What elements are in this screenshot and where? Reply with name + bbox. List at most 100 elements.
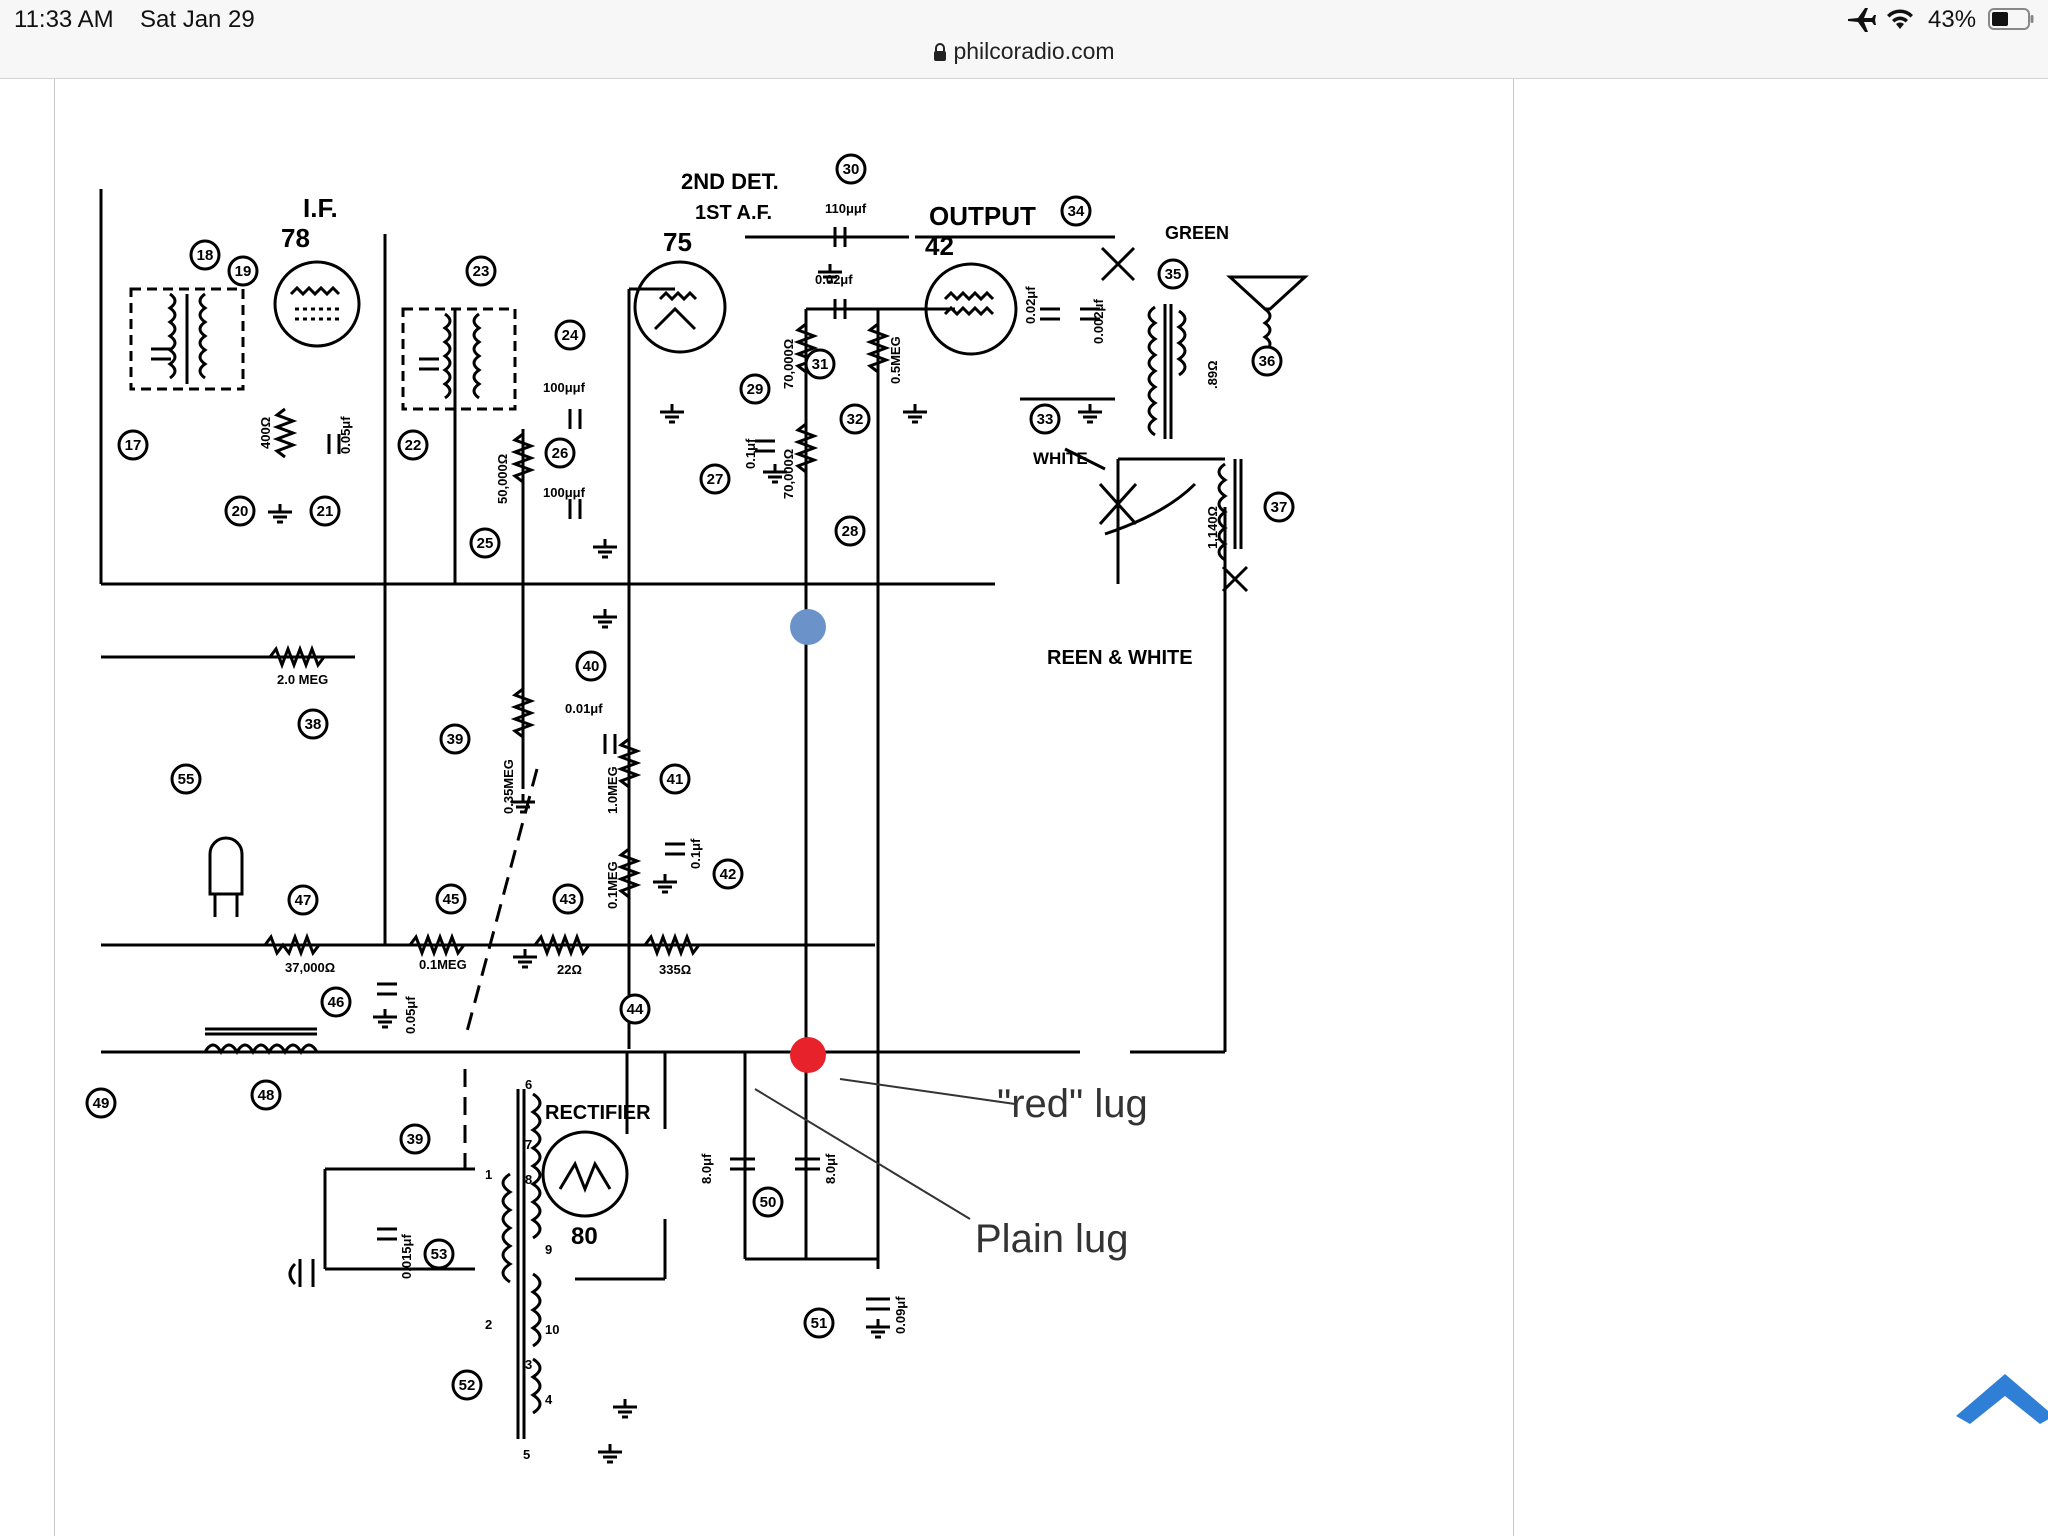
svg-text:53: 53 <box>431 1246 448 1263</box>
svg-text:23: 23 <box>473 263 490 280</box>
value-r335: 335Ω <box>659 962 691 977</box>
value-c42: 0.1μf <box>688 838 703 869</box>
svg-text:20: 20 <box>232 503 249 520</box>
airplane-icon <box>1848 8 1876 32</box>
value-r41: 1.0MEG <box>605 766 620 814</box>
leader-line-plain-lug <box>754 1088 971 1220</box>
svg-text:4: 4 <box>545 1392 553 1407</box>
value-c26: 100μμf <box>543 485 586 500</box>
red-marker <box>790 1037 826 1073</box>
svg-text:32: 32 <box>847 411 864 428</box>
svg-text:19: 19 <box>235 263 252 280</box>
value-c53: 0.015μf <box>399 1234 414 1279</box>
svg-text:42: 42 <box>720 866 737 883</box>
value-c24: 100μμf <box>543 380 586 395</box>
value-r29: 70,000Ω <box>781 339 796 389</box>
svg-text:48: 48 <box>258 1087 275 1104</box>
label-rectifier: RECTIFIER <box>545 1102 651 1124</box>
value-c51: 0.09μf <box>893 1296 908 1334</box>
svg-text:50: 50 <box>760 1194 777 1211</box>
value-r47: 37,000Ω <box>285 960 335 975</box>
svg-text:27: 27 <box>707 471 724 488</box>
svg-text:49: 49 <box>93 1095 110 1112</box>
value-c50b: 8.0μf <box>823 1153 838 1184</box>
svg-text:8: 8 <box>525 1172 532 1187</box>
status-date: Sat Jan 29 <box>140 6 255 33</box>
label-if: I.F. <box>303 193 338 223</box>
value-r38: 2.0 MEG <box>277 672 328 687</box>
value-r45: 0.1MEG <box>419 957 467 972</box>
status-bar: 11:33 AM Sat Jan 29 43% philcoradio.com <box>0 0 2048 79</box>
svg-text:6: 6 <box>525 1077 532 1092</box>
blue-marker <box>790 609 826 645</box>
svg-text:5: 5 <box>523 1447 530 1462</box>
svg-text:33: 33 <box>1037 411 1054 428</box>
svg-text:37: 37 <box>1271 499 1288 516</box>
scroll-to-top-button[interactable] <box>1950 1368 2048 1438</box>
address-bar[interactable]: philcoradio.com <box>0 38 2048 65</box>
label-tube-75: 75 <box>663 227 692 257</box>
value-r43: 0.1MEG <box>605 861 620 909</box>
value-r25: 50,000Ω <box>495 454 510 504</box>
value-c21: 0.05μf <box>338 416 353 454</box>
svg-text:25: 25 <box>477 535 494 552</box>
svg-text:9: 9 <box>545 1242 552 1257</box>
svg-text:39: 39 <box>407 1131 424 1148</box>
svg-text:18: 18 <box>197 247 214 264</box>
svg-text:21: 21 <box>317 503 334 520</box>
svg-text:7: 7 <box>525 1137 532 1152</box>
svg-text:51: 51 <box>811 1315 828 1332</box>
svg-text:44: 44 <box>627 1001 644 1018</box>
svg-text:52: 52 <box>459 1377 476 1394</box>
leader-line-red-lug <box>839 1078 1016 1105</box>
svg-text:39: 39 <box>447 731 464 748</box>
svg-text:26: 26 <box>552 445 569 462</box>
svg-text:47: 47 <box>295 892 312 909</box>
label-white: WHITE <box>1033 449 1088 468</box>
value-r39: 0.35MEG <box>501 759 516 814</box>
svg-text:10: 10 <box>545 1322 559 1337</box>
label-1st-af: 1ST A.F. <box>695 202 772 224</box>
svg-text:24: 24 <box>562 327 579 344</box>
label-green-white: REEN & WHITE <box>1047 647 1193 669</box>
value-c27: 0.1μf <box>743 438 758 469</box>
battery-percent: 43% <box>1928 6 1977 33</box>
svg-text:35: 35 <box>1165 266 1182 283</box>
wifi-icon <box>1887 9 1913 29</box>
svg-text:34: 34 <box>1068 203 1085 220</box>
annotation-plain-lug: Plain lug <box>975 1217 1129 1261</box>
value-c30: 110μμf <box>825 201 867 216</box>
annotation-red-lug: "red" lug <box>997 1082 1148 1126</box>
svg-text:2: 2 <box>485 1317 492 1332</box>
svg-text:1: 1 <box>485 1167 492 1182</box>
chevron-up-icon <box>1956 1374 2048 1424</box>
value-c46: 0.05μf <box>403 996 418 1034</box>
svg-text:30: 30 <box>843 161 860 178</box>
svg-text:22: 22 <box>405 437 422 454</box>
label-tube-78: 78 <box>281 223 310 253</box>
label-green: GREEN <box>1165 223 1229 243</box>
value-c50a: 8.0μf <box>699 1153 714 1184</box>
svg-text:43: 43 <box>560 891 577 908</box>
value-r28: 70,000Ω <box>781 449 796 499</box>
label-tube-80: 80 <box>571 1223 598 1250</box>
value-r32: 0.5MEG <box>888 336 903 384</box>
svg-text:55: 55 <box>178 771 195 788</box>
value-c34: 0.002μf <box>1091 299 1106 344</box>
url-text: philcoradio.com <box>953 38 1115 64</box>
svg-text:28: 28 <box>842 523 859 540</box>
svg-text:41: 41 <box>667 771 684 788</box>
value-r37: 1,140Ω <box>1205 506 1220 549</box>
label-output: OUTPUT <box>929 201 1036 231</box>
value-c31: 0.02μf <box>815 272 853 287</box>
svg-text:40: 40 <box>583 658 600 675</box>
svg-text:31: 31 <box>812 356 829 373</box>
label-tube-42: 42 <box>925 231 954 261</box>
status-time: 11:33 AM <box>14 6 114 33</box>
value-c40: 0.01μf <box>565 701 603 716</box>
battery-icon <box>1988 8 2034 30</box>
svg-text:38: 38 <box>305 716 322 733</box>
label-2nd-det: 2ND DET. <box>681 169 779 194</box>
